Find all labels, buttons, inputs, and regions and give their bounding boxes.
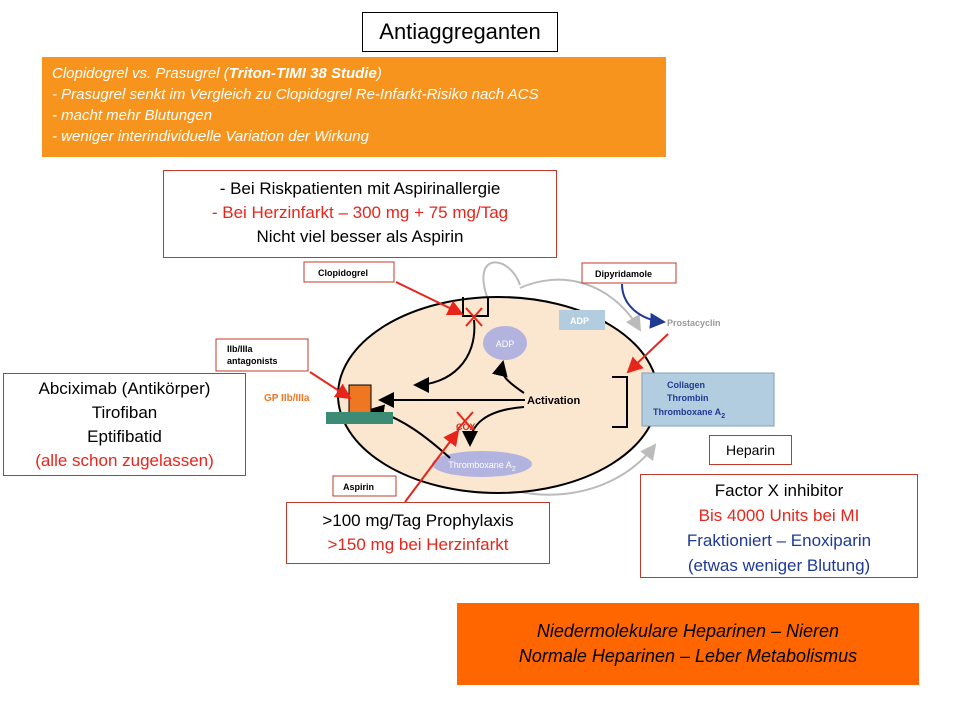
study-name: Triton-TIMI 38 Studie <box>228 65 377 82</box>
factor-line1: Factor X inhibitor <box>714 481 844 500</box>
adp-box-label: ADP <box>570 316 589 326</box>
antagonists-note: Abciximab (Antikörper) Tirofiban Eptifib… <box>3 373 246 476</box>
activation-label: Activation <box>527 395 580 407</box>
clopidogrel-note-line1: Clopidogrel vs. Prasugrel (Triton-TIMI 3… <box>52 65 382 82</box>
clopidogrel-box <box>303 261 395 283</box>
clopidogrel-block-mark <box>465 307 483 327</box>
cox-block-mark <box>456 411 474 431</box>
clopidogrel-label: Clopidogrel <box>318 268 368 278</box>
aspirin-note-line1: >100 mg/Tag Prophylaxis <box>322 511 514 530</box>
heparin-metabolism-note: Niedermolekulare Heparinen – Nieren Norm… <box>457 603 919 685</box>
activation-to-cox <box>462 406 525 447</box>
antagonists-line2: Tirofiban <box>91 403 158 422</box>
thromboxane-node <box>432 451 532 477</box>
factor-line3: Fraktioniert – Enoxiparin <box>686 531 872 550</box>
adp-inner-node <box>483 326 527 360</box>
thrombin-label: Thrombin <box>667 393 709 403</box>
bottom-line2: Normale Heparinen – Leber Metabolismus <box>518 646 858 666</box>
adp-box <box>559 310 605 330</box>
iib-label-2: antagonists <box>227 356 278 366</box>
factor-line2: Bis 4000 Units bei MI <box>698 506 860 525</box>
dipyridamole-box <box>581 262 677 284</box>
gp-receptor <box>348 384 372 416</box>
risk-patients-note: - Bei Riskpatienten mit Aspirinallergie … <box>163 170 557 258</box>
cox-label: COX <box>456 422 476 432</box>
agonist-box <box>641 372 775 427</box>
aspirin-arrow <box>404 429 460 503</box>
gray-arrow-top <box>519 278 642 332</box>
thromboxane2-label: Thromboxane A2 <box>653 407 725 420</box>
factor-line4: (etwas weniger Blutung) <box>687 556 871 575</box>
thromboxane-label: Thromboxane A2 <box>448 460 516 473</box>
iib-antagonists-box <box>215 338 309 372</box>
antagonists-line3: Eptifibatid <box>87 427 162 446</box>
activation-to-adp <box>492 360 525 394</box>
factor-x-note: Factor X inhibitor Bis 4000 Units bei MI… <box>640 474 918 578</box>
aspirin-note-line2: >150 mg bei Herzinfarkt <box>327 535 509 554</box>
prostacyclin-label: Prostacyclin <box>667 318 721 328</box>
clopidogrel-arrow <box>395 281 464 316</box>
clopidogrel-note-line2: - Prasugrel senkt im Vergleich zu Clopid… <box>52 86 539 103</box>
risk-note-line3: Nicht viel besser als Aspirin <box>256 227 464 246</box>
antagonists-line4: (alle schon zugelassen) <box>35 451 214 470</box>
gp-label: GP IIb/IIIa <box>264 393 310 404</box>
iib-label-1: IIb/IIIa <box>227 344 254 354</box>
adp-release-curve <box>482 261 521 301</box>
bottom-line1: Niedermolekulare Heparinen – Nieren <box>536 621 840 641</box>
iib-arrow <box>309 371 352 400</box>
collagen-receptor <box>612 376 628 428</box>
collagen-label: Collagen <box>667 380 705 390</box>
risk-note-line2: - Bei Herzinfarkt – 300 mg + 75 mg/Tag <box>211 203 509 222</box>
gp-base <box>326 412 393 424</box>
aspirin-label: Aspirin <box>343 482 374 492</box>
page-title: Antiaggreganten <box>362 12 558 52</box>
dipyridamole-arrow <box>621 283 666 329</box>
dipyridamole-label: Dipyridamole <box>595 269 652 279</box>
heparin-label: Heparin <box>709 435 792 465</box>
internal-arrow-1 <box>413 319 476 393</box>
aspirin-box <box>332 475 397 497</box>
aspirin-dosage-note: >100 mg/Tag Prophylaxis >150 mg bei Herz… <box>286 502 550 564</box>
antagonists-line1: Abciximab (Antikörper) <box>38 379 211 398</box>
clopidogrel-prasugrel-note: Clopidogrel vs. Prasugrel (Triton-TIMI 3… <box>42 57 666 157</box>
prostacyclin-arrow <box>626 333 669 374</box>
clopidogrel-note-line3: - macht mehr Blutungen <box>52 107 213 124</box>
adp-inner-label: ADP <box>496 339 515 349</box>
risk-note-line1: - Bei Riskpatienten mit Aspirinallergie <box>219 179 501 198</box>
clopidogrel-note-line4: - weniger interindividuelle Variation de… <box>52 128 369 145</box>
